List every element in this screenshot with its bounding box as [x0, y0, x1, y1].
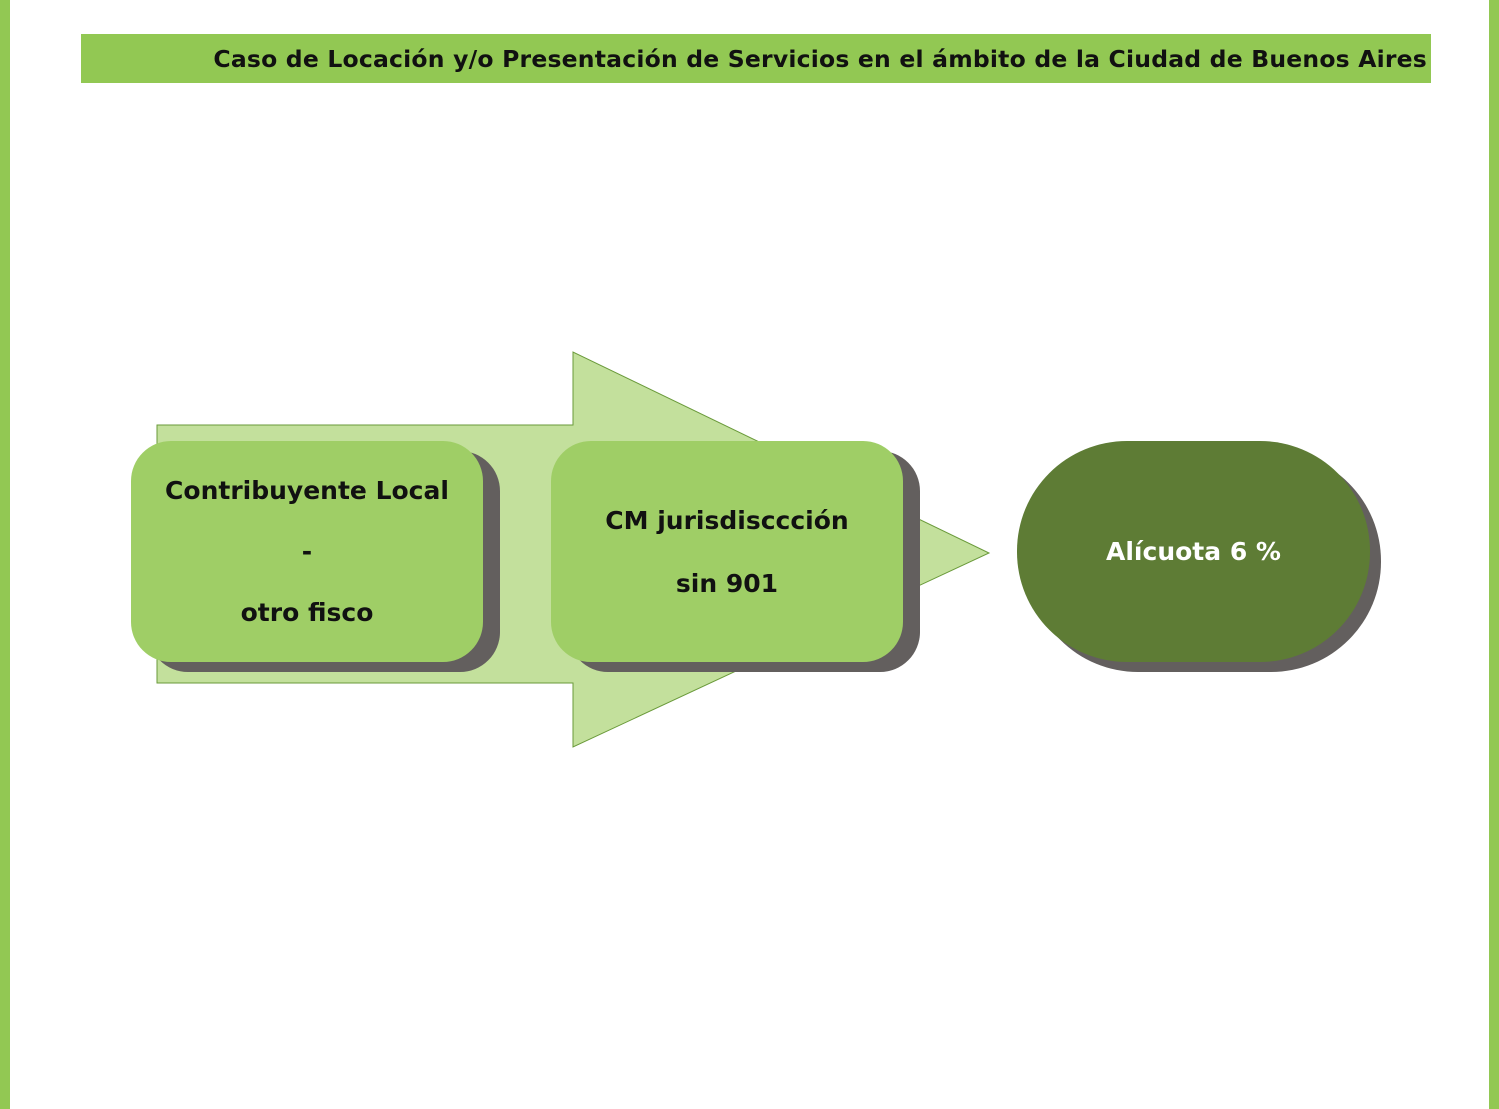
- step-2-line-1: CM jurisdisccción: [605, 505, 849, 535]
- result-label: Alícuota 6 %: [1106, 537, 1281, 566]
- step-1-line-2: -: [301, 537, 313, 566]
- step-contribuyente-local: Contribuyente Local - otro fisco: [131, 441, 483, 662]
- step-2-line-2: sin 901: [675, 568, 779, 598]
- step-1-line-1: Contribuyente Local: [165, 476, 449, 505]
- result-alicuota: Alícuota 6 %: [1017, 441, 1370, 662]
- left-border: [0, 0, 10, 1109]
- step-cm-jurisdiccion: CM jurisdisccción sin 901: [551, 441, 903, 662]
- right-border: [1489, 0, 1499, 1109]
- title-banner: Caso de Locación y/o Presentación de Ser…: [81, 34, 1431, 83]
- page-title: Caso de Locación y/o Presentación de Ser…: [213, 44, 1427, 73]
- step-1-line-3: otro fisco: [240, 598, 374, 627]
